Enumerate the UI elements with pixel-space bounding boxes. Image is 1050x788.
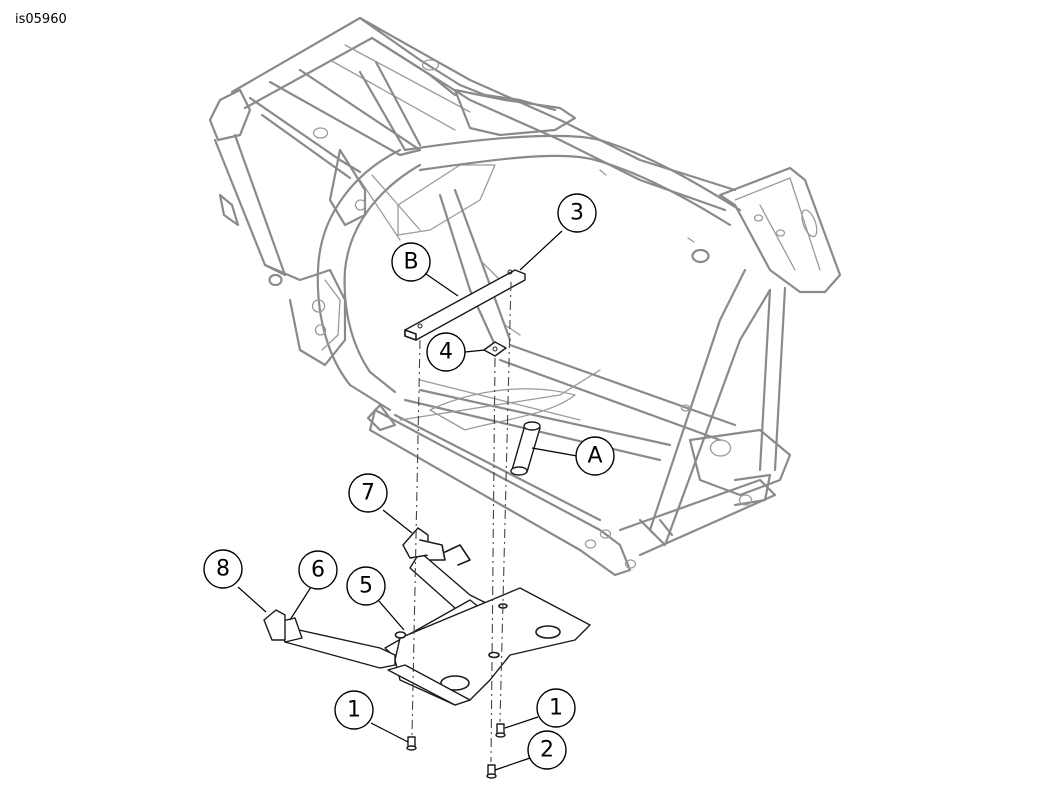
callout-a-label: A xyxy=(587,444,602,469)
callout-a: A xyxy=(575,436,615,476)
frame-tube-reference-a xyxy=(510,421,541,476)
callout-b-label: B xyxy=(403,250,418,275)
alignment-lines xyxy=(411,281,512,763)
callout-1-right-label: 1 xyxy=(549,696,563,721)
bolt-1-left xyxy=(406,736,417,751)
callout-1-right: 1 xyxy=(536,688,576,728)
callout-8: 8 xyxy=(203,549,243,589)
callout-2-label: 2 xyxy=(540,738,554,763)
callout-b: B xyxy=(391,242,431,282)
clip-part-4 xyxy=(483,341,507,357)
bracket-plate-b xyxy=(404,269,526,341)
callout-2: 2 xyxy=(527,730,567,770)
callout-6: 6 xyxy=(298,550,338,590)
callout-3-label: 3 xyxy=(570,201,584,226)
motorcycle-frame xyxy=(208,16,842,577)
callout-4-label: 4 xyxy=(439,340,453,365)
callout-4: 4 xyxy=(426,332,466,372)
callout-8-label: 8 xyxy=(216,557,230,582)
callout-1-left: 1 xyxy=(334,690,374,730)
callout-5-label: 5 xyxy=(359,574,373,599)
callout-7: 7 xyxy=(348,473,388,513)
bolt-1-right xyxy=(495,723,506,738)
callout-1-left-label: 1 xyxy=(347,698,361,723)
leader-lines xyxy=(237,230,578,771)
callout-5: 5 xyxy=(346,566,386,606)
callout-6-label: 6 xyxy=(311,558,325,583)
callout-3: 3 xyxy=(557,193,597,233)
figure-id-label: is05960 xyxy=(15,12,67,27)
bolt-2 xyxy=(486,764,497,779)
callout-7-label: 7 xyxy=(361,481,375,506)
